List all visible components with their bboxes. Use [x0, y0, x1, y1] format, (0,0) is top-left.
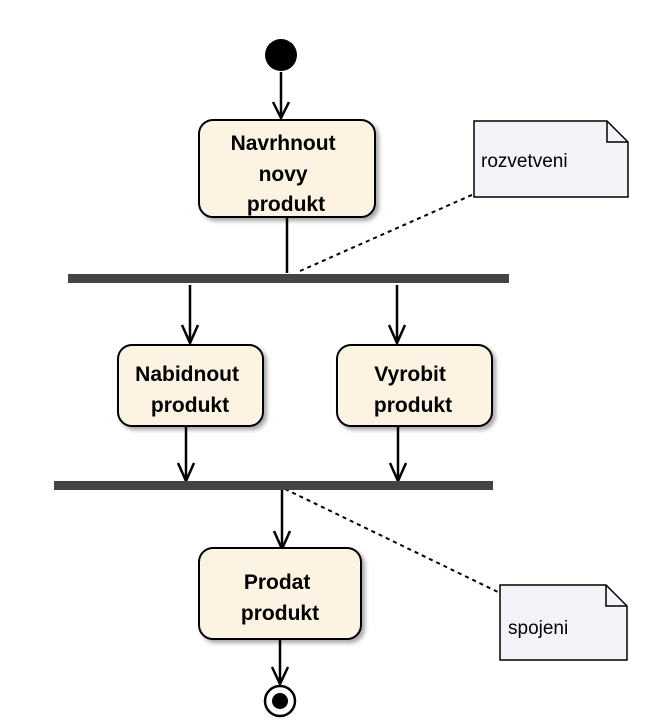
activity-design-line-1: Navrhnout — [231, 132, 336, 155]
arrowhead-design — [271, 101, 291, 121]
activity-produce: Vyrobit produkt — [336, 344, 493, 427]
svg-text:Prodat produkt: Prodat produkt — [241, 571, 319, 625]
final-node — [263, 684, 297, 718]
join-bar — [54, 481, 493, 490]
activity-design-line-3: produkt — [247, 193, 325, 216]
activity-produce-line-2: produkt — [374, 394, 452, 417]
activity-offer-line-2: produkt — [151, 394, 229, 417]
activity-produce-line-1: Vyrobit — [374, 363, 446, 386]
activity-sell-line-1: Prodat — [244, 571, 311, 594]
svg-text:Navrhnout novy pro: Navrhnout novy produkt — [231, 132, 342, 216]
activity-design-line-2: novy — [259, 163, 308, 186]
arrowhead-produce — [387, 324, 407, 347]
svg-text:Nabidnout produkt: Nabidnout produkt — [135, 363, 245, 417]
note-join-text: spojeni — [508, 618, 568, 639]
activity-design: Navrhnout novy produkt — [198, 119, 376, 218]
arrowhead-offer — [180, 324, 200, 347]
activity-sell: Prodat produkt — [198, 547, 362, 640]
arrowhead-end — [270, 666, 290, 687]
note-fork: rozvetveni — [473, 120, 629, 198]
activity-sell-line-2: produkt — [241, 602, 319, 625]
note-fork-text: rozvetveni — [481, 151, 568, 172]
svg-text:Vyrobit produkt: Vyrobit produkt — [374, 363, 452, 417]
activity-offer-line-1: Nabidnout — [135, 363, 239, 386]
fork-bar — [68, 274, 509, 283]
initial-node — [265, 39, 297, 71]
note-join: spojeni — [499, 584, 628, 661]
activity-offer: Nabidnout produkt — [117, 344, 264, 427]
